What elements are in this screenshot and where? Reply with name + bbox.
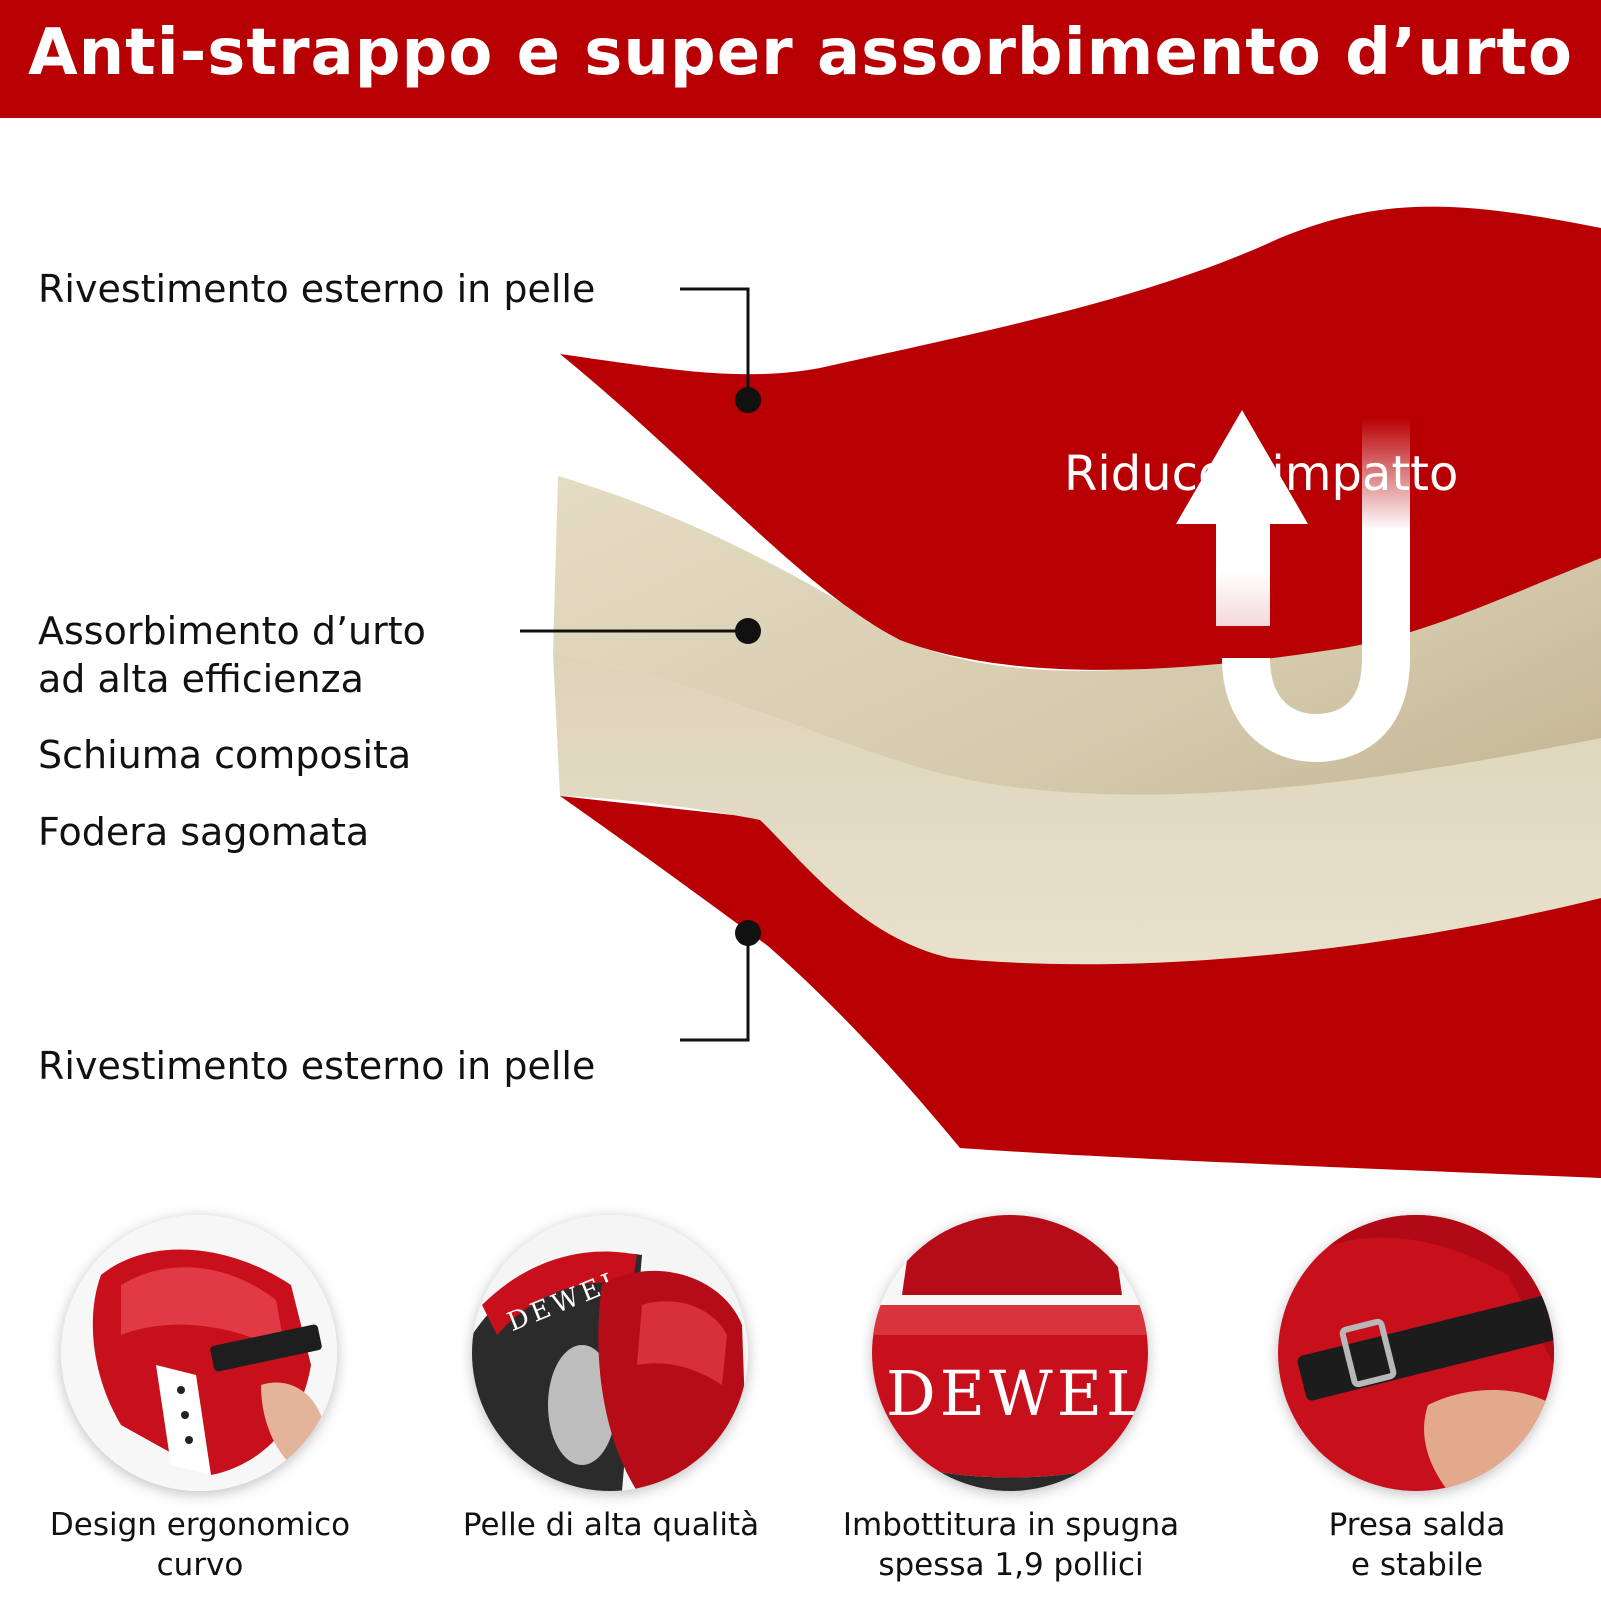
feature-ergonomic-design: Design ergonomico curvo <box>0 1215 400 1601</box>
up-arrow-icon <box>1176 410 1308 626</box>
label-shaped-lining: Fodera sagomata <box>38 810 370 854</box>
leader-dot-top <box>735 387 761 413</box>
feature-sponge-padding: DEWEL Imbottitura in spugna spessa 1,9 p… <box>811 1215 1211 1601</box>
feature-caption-line1: Presa salda <box>1328 1507 1506 1543</box>
feature-caption-line1: Imbottitura in spugna <box>842 1507 1180 1543</box>
return-arrow-shaft <box>1222 418 1410 763</box>
feature-image-grip <box>1278 1215 1554 1491</box>
punch-mitt-front-icon: DEWEL <box>872 1215 1148 1491</box>
header-banner: Anti-strappo e super assorbimento d’urto <box>0 0 1601 118</box>
feature-caption-line2: spessa 1,9 pollici <box>878 1547 1144 1583</box>
label-outer-leather-top: Rivestimento esterno in pelle <box>38 267 596 311</box>
leader-line-top <box>680 287 750 400</box>
feature-quality-leather: DEWEL Pelle di alta qualità <box>411 1215 811 1601</box>
label-outer-leather-bottom: Rivestimento esterno in pelle <box>38 1044 596 1088</box>
feature-caption-line2: curvo <box>156 1547 244 1583</box>
foam-layer-front <box>553 653 1601 965</box>
feature-image-ergonomic <box>61 1215 337 1491</box>
label-shock-absorption-line1: Assorbimento d’urto <box>38 609 426 653</box>
top-leather-layer <box>560 206 1601 670</box>
leader-line-bottom <box>680 933 750 1042</box>
label-shock-absorption-line2: ad alta efficienza <box>38 657 364 701</box>
brand-logo-text: DEWEL <box>886 1357 1148 1430</box>
impact-callout: Riduce l’impatto <box>1064 446 1459 502</box>
bottom-leather-body <box>560 796 1601 1178</box>
feature-caption-line1: Pelle di alta qualità <box>462 1507 760 1543</box>
layer-diagram: Riduce l’impatto Rivestimento esterno in… <box>0 118 1601 1203</box>
leader-dot-bottom <box>735 920 761 946</box>
feature-firm-grip: Presa salda e stabile <box>1217 1215 1601 1601</box>
punch-mitt-side-icon <box>61 1215 337 1491</box>
feature-caption-line2: e stabile <box>1350 1547 1484 1583</box>
feature-caption-line1: Design ergonomico <box>49 1507 351 1543</box>
layer-illustration <box>520 206 1601 1203</box>
hand-strap-icon <box>1278 1215 1554 1491</box>
label-composite-foam: Schiuma composita <box>38 733 412 777</box>
feature-image-leather: DEWEL <box>472 1215 748 1491</box>
leader-dot-middle <box>735 618 761 644</box>
punch-mitt-pair-icon: DEWEL <box>472 1215 748 1491</box>
page-title: Anti-strappo e super assorbimento d’urto <box>28 16 1573 90</box>
feature-image-padding: DEWEL <box>872 1215 1148 1491</box>
